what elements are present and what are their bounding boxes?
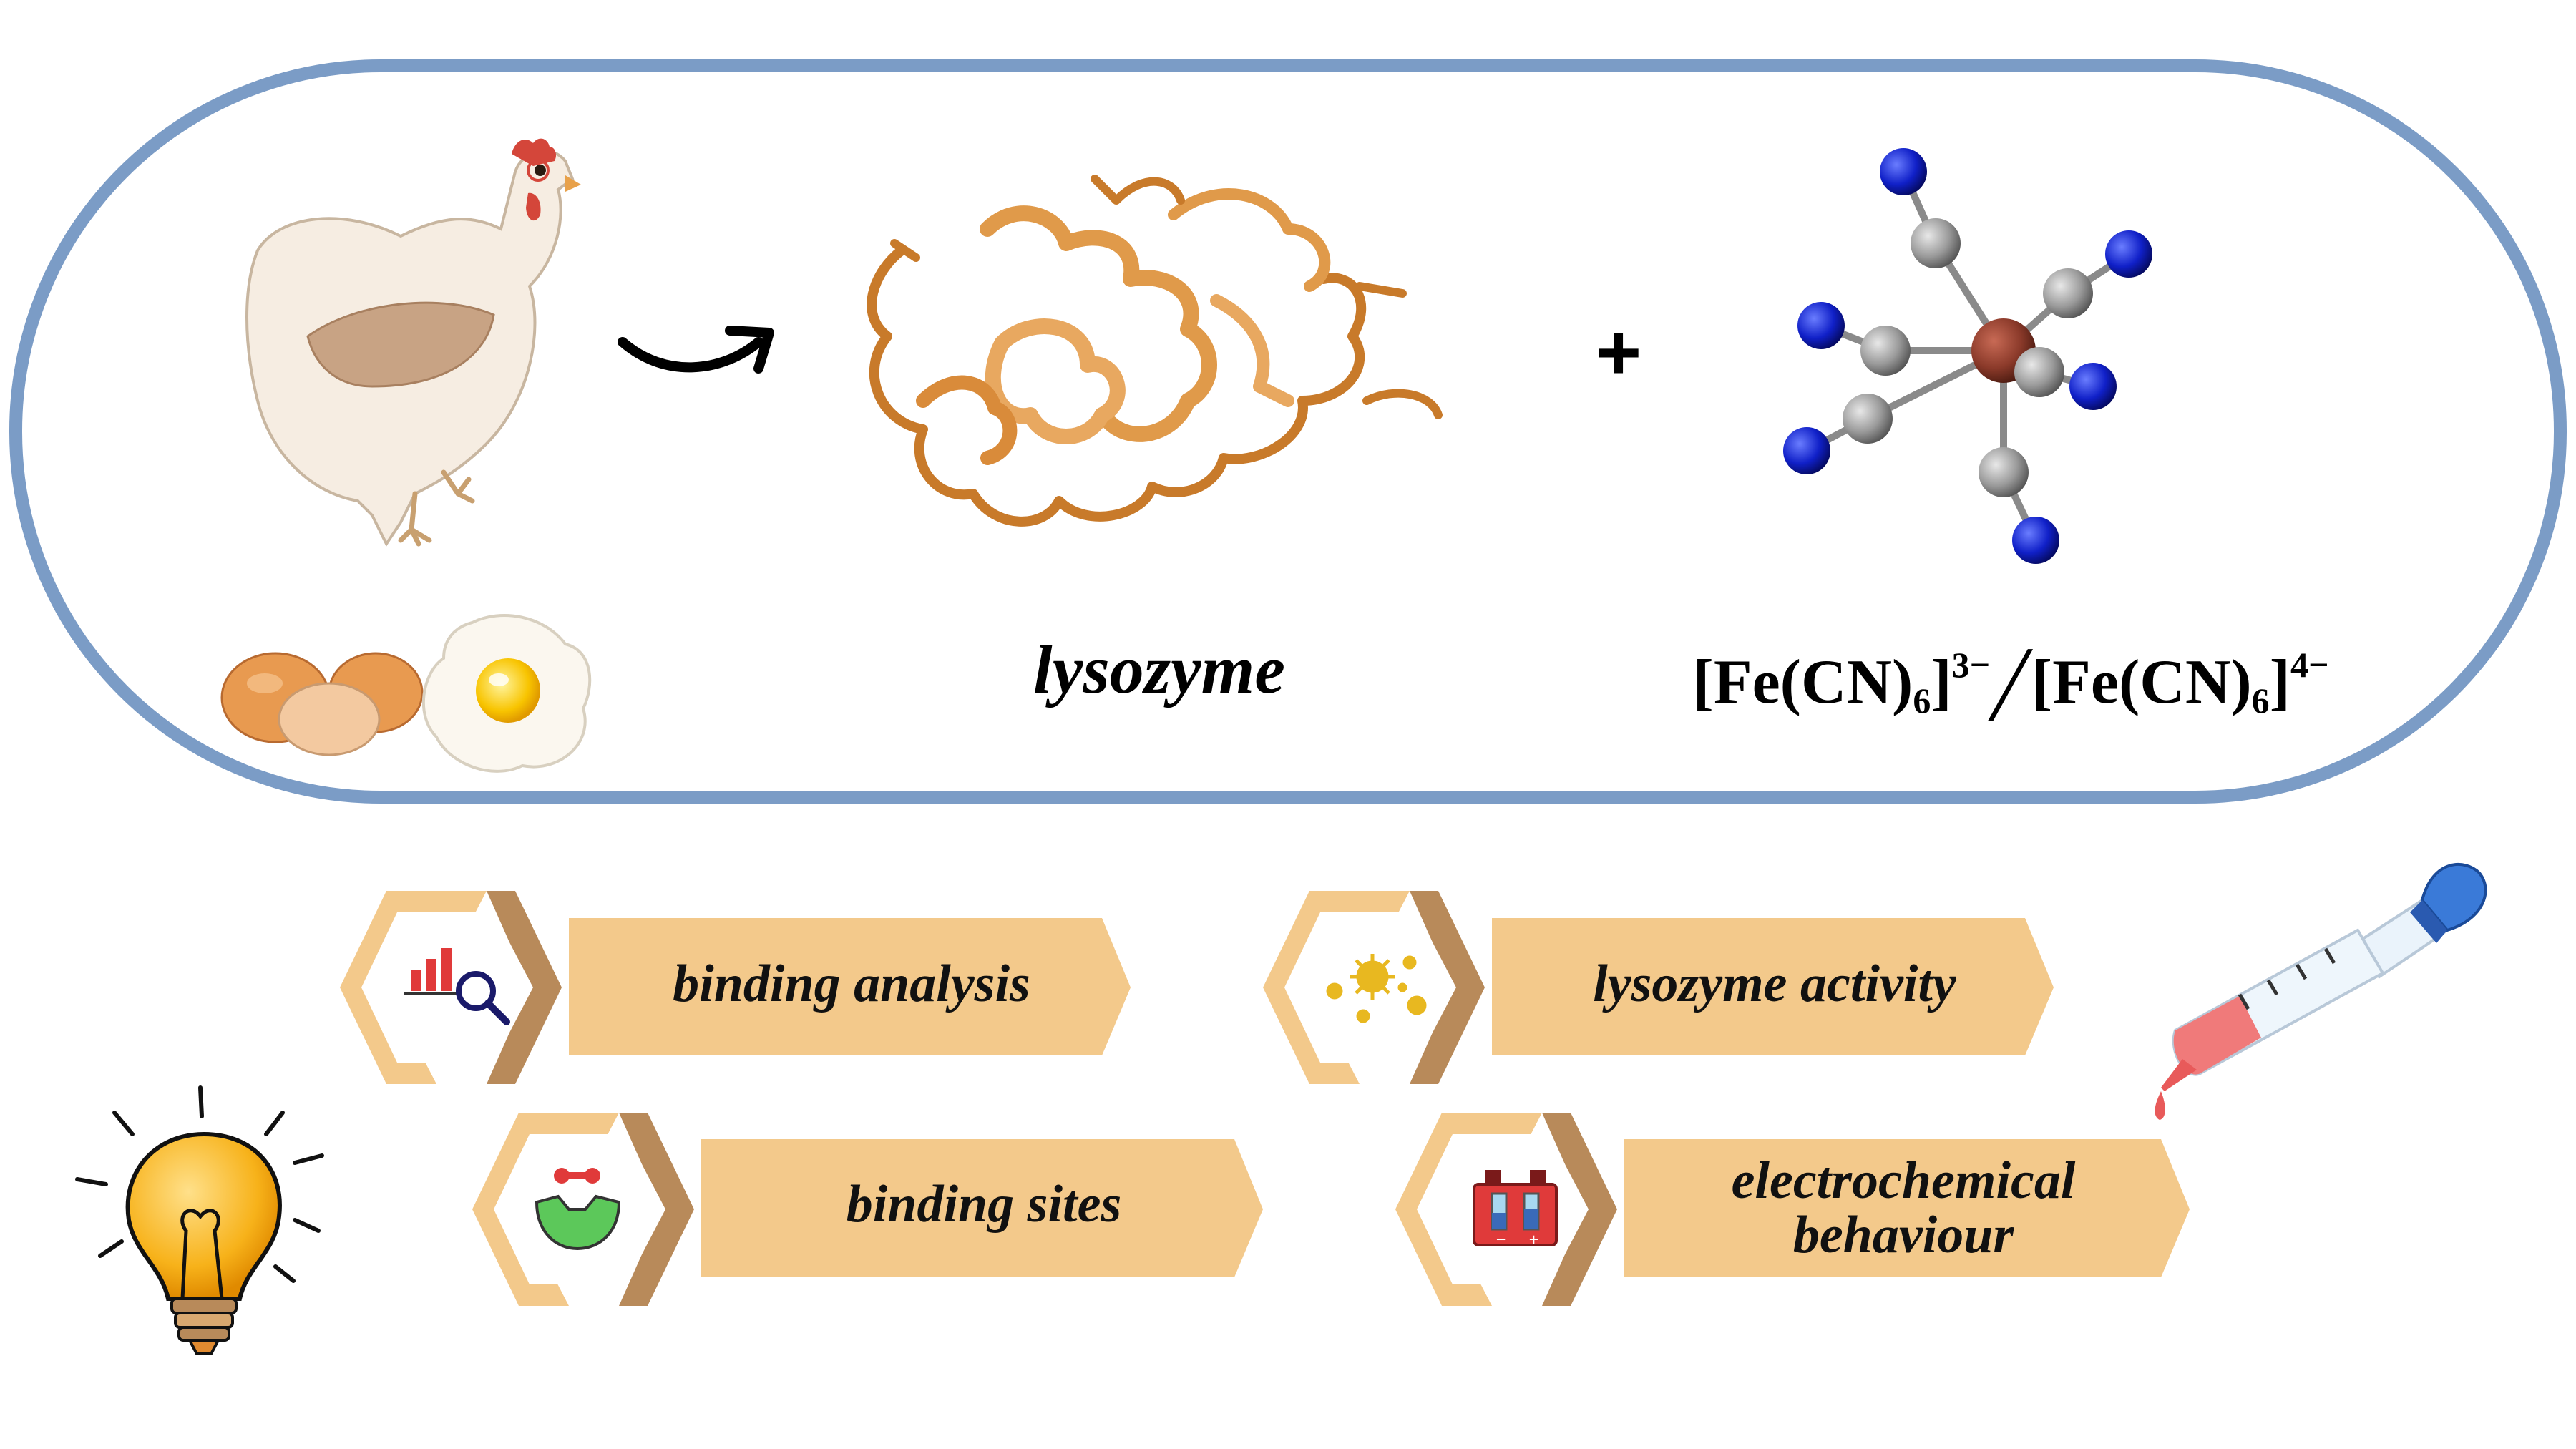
light-bulb-icon [75, 1085, 324, 1355]
eggs-illustration [220, 652, 424, 756]
svg-text:+: + [1528, 1232, 1539, 1247]
fried-egg-illustration [421, 614, 592, 773]
bacteria-icon [1326, 954, 1427, 1023]
ferrocyanide-formula: [Fe(CN) [2031, 648, 2252, 717]
banner-electrochemical [1624, 1139, 2190, 1277]
topic-electrochemical-line1: electrochemical [1731, 1151, 2076, 1210]
bar-chart-magnifier-icon [404, 948, 510, 1025]
ferrocyanide-charge: 4− [2290, 645, 2329, 685]
ferricyanide-charge: 3− [1951, 645, 1991, 685]
hexacyanoferrate-molecule [1783, 148, 2152, 564]
topic-binding-analysis: binding analysis [673, 955, 1030, 1013]
curved-arrow-icon [618, 326, 774, 374]
ferricyanide-subscript: 6 [1913, 680, 1931, 721]
dropper-icon [2155, 863, 2487, 1120]
plus-sign: + [1596, 308, 1641, 396]
ferricyanide-formula: [Fe(CN) [1692, 648, 1913, 717]
topic-electrochemical-line2: behaviour [1792, 1206, 2014, 1264]
lysozyme-structure [867, 175, 1443, 527]
topic-electrochemical-behaviour: electrochemical behaviour [1646, 1153, 2161, 1262]
hen-illustration [245, 138, 581, 547]
top-frame [9, 59, 2567, 804]
hexacyanoferrate-label: [Fe(CN)6]3−/[Fe(CN)6]4− [1603, 623, 2419, 746]
banner-binding-analysis [569, 918, 1131, 1055]
topic-lysozyme-activity: lysozyme activity [1593, 955, 1956, 1013]
topic-binding-sites: binding sites [846, 1175, 1122, 1234]
banner-lysozyme-activity [1492, 918, 2054, 1055]
banner-binding-sites [701, 1139, 1263, 1277]
redox-separator: / [1983, 625, 2039, 743]
binding-site-icon [535, 1168, 621, 1251]
lysozyme-label: lysozyme [1033, 631, 1285, 708]
battery-icon: − + [1473, 1170, 1558, 1247]
svg-text:−: − [1496, 1232, 1506, 1247]
ferrocyanide-subscript: 6 [2251, 680, 2270, 721]
